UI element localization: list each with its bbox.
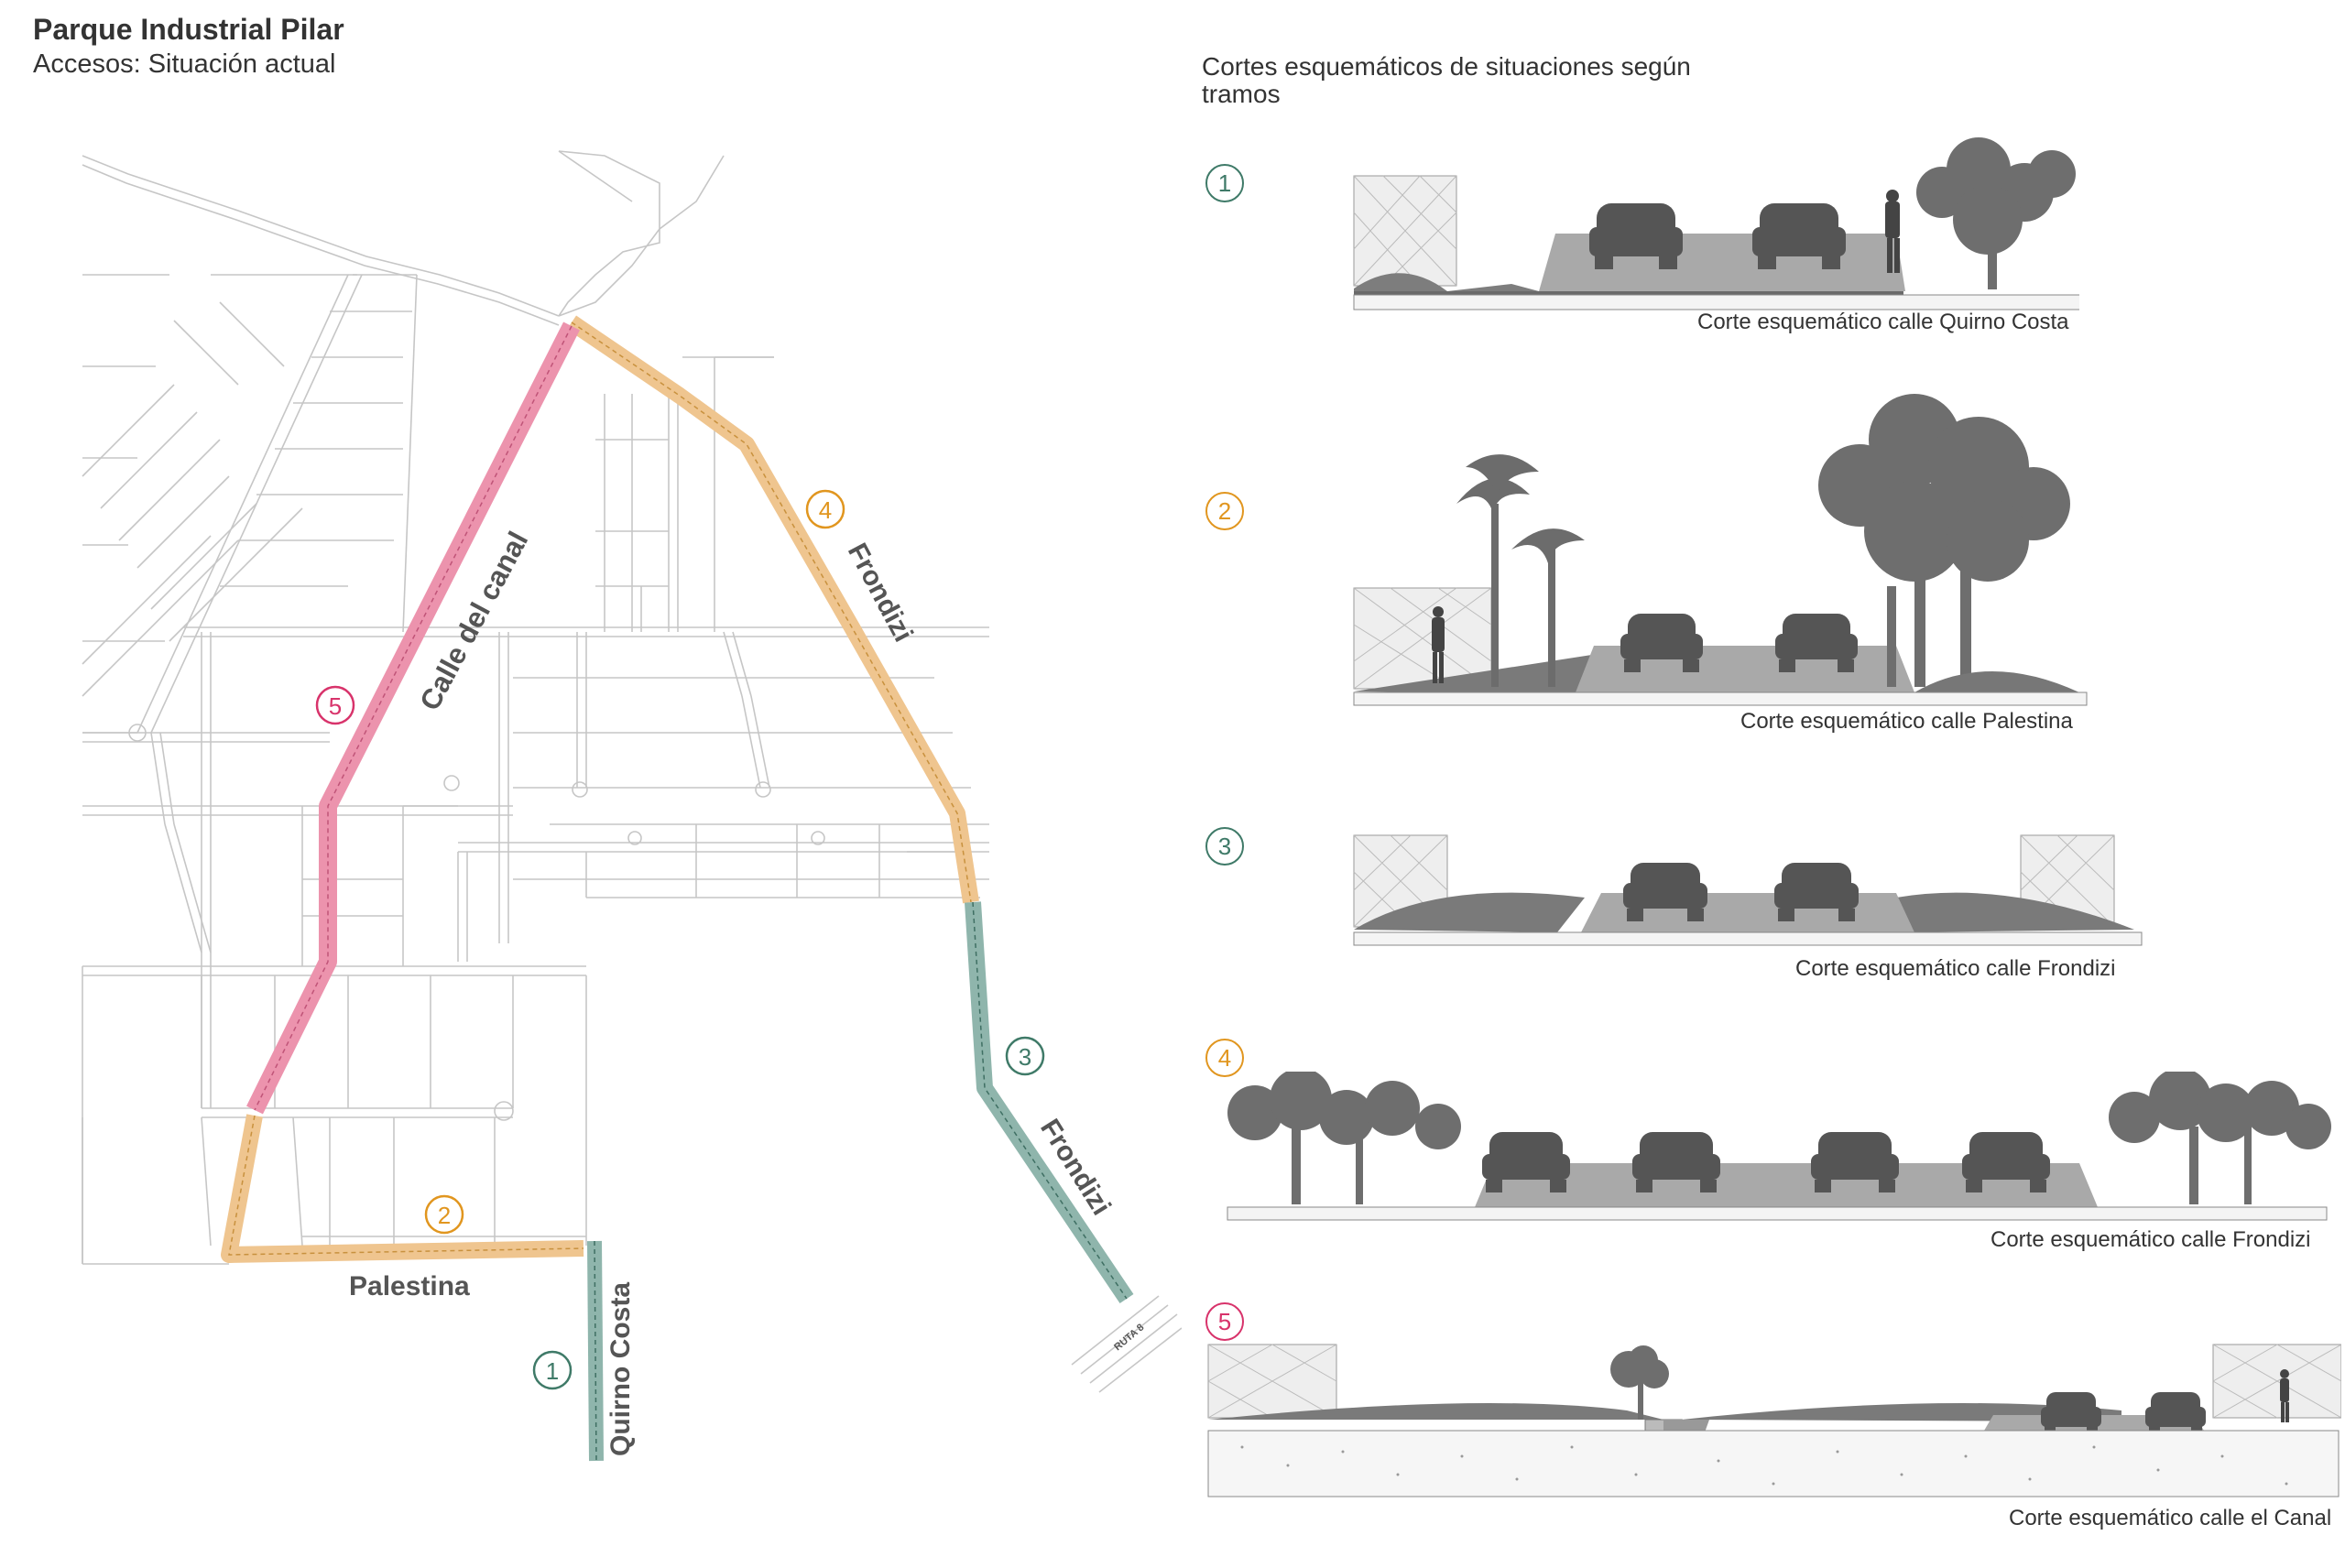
section-4-caption: Corte esquemático calle Frondizi (1991, 1227, 2311, 1252)
svg-text:1: 1 (546, 1357, 559, 1385)
svg-text:3: 3 (1019, 1043, 1031, 1071)
section-4-drawing (1227, 1072, 2331, 1221)
section-3-drawing (1353, 834, 2143, 946)
section-5-drawing (1207, 1344, 2341, 1497)
section-1-caption: Corte esquemático calle Quirno Costa (1697, 310, 2069, 334)
section-3-caption: Corte esquemático calle Frondizi (1795, 956, 2116, 981)
map-marker-1: 1 (532, 1350, 573, 1390)
svg-text:4: 4 (819, 496, 832, 524)
route-frondizi-3 (965, 901, 1134, 1304)
route-frondizi-4 (566, 315, 979, 904)
section-badge-5: 5 (1205, 1302, 1244, 1341)
section-5-caption: Corte esquemático calle el Canal (2009, 1506, 2332, 1530)
route-calle-del-canal (246, 321, 580, 1115)
section-2-drawing (1353, 394, 2088, 706)
map-marker-5: 5 (315, 685, 355, 725)
sections-heading: Cortes esquemáticos de situaciones según… (1202, 52, 1691, 108)
section-badge-3: 3 (1205, 827, 1244, 866)
svg-text:2: 2 (438, 1202, 451, 1229)
map-marker-2: 2 (424, 1194, 464, 1235)
page-title: Parque Industrial Pilar (33, 13, 344, 46)
section-badge-4: 4 (1205, 1039, 1244, 1077)
map-marker-3: 3 (1005, 1036, 1045, 1076)
label-ruta: RUTA 8 (1112, 1322, 1146, 1353)
section-2-caption: Corte esquemático calle Palestina (1740, 709, 2073, 734)
section-1-drawing (1353, 137, 2079, 310)
site-map: Calle del canal Frondizi Frondizi Palest… (82, 150, 1182, 1462)
section-badge-1: 1 (1205, 164, 1244, 202)
street-grid (82, 150, 1182, 1393)
svg-text:5: 5 (329, 692, 342, 720)
section-badge-2: 2 (1205, 492, 1244, 530)
page-subtitle: Accesos: Situación actual (33, 49, 336, 79)
route-quirno-costa (587, 1240, 604, 1462)
route-palestina (221, 1114, 584, 1263)
label-quirno-costa: Quirno Costa (605, 1282, 636, 1456)
label-palestina: Palestina (349, 1271, 470, 1301)
map-marker-4: 4 (805, 489, 845, 529)
